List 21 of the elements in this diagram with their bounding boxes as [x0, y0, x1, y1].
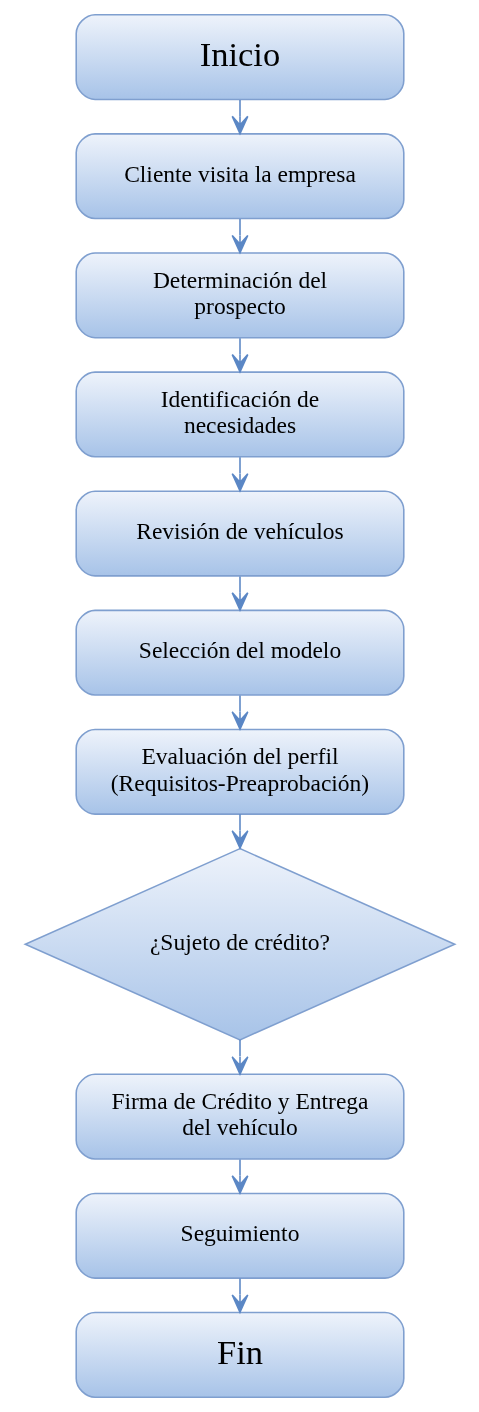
arrow: [230, 218, 249, 254]
arrow: [230, 1039, 249, 1075]
node-box: Determinación del prospecto: [74, 252, 405, 339]
node-box: Fin: [74, 1311, 405, 1398]
node-box: Revisión de vehículos: [74, 490, 405, 577]
node-box: Firma de Crédito y Entrega del vehículo: [74, 1073, 405, 1160]
arrow: [230, 1158, 249, 1194]
arrow: [230, 337, 249, 373]
node-box: Evaluación del perfil (Requisitos-Preaprobación): [74, 728, 405, 815]
arrow: [230, 99, 249, 135]
node-box: Cliente visita la empresa: [74, 133, 405, 220]
node-box: Seguimiento: [74, 1192, 405, 1279]
node-box: Selección del modelo: [74, 609, 405, 696]
node-diamond: ¿Sujeto de crédito?: [22, 847, 457, 1041]
node-box: Inicio: [74, 14, 405, 101]
arrow: [230, 694, 249, 730]
arrow: [230, 813, 249, 849]
arrow: [230, 1277, 249, 1314]
arrow: [230, 575, 249, 611]
node-box: Identificación de necesidades: [74, 371, 405, 458]
arrow: [230, 456, 249, 492]
